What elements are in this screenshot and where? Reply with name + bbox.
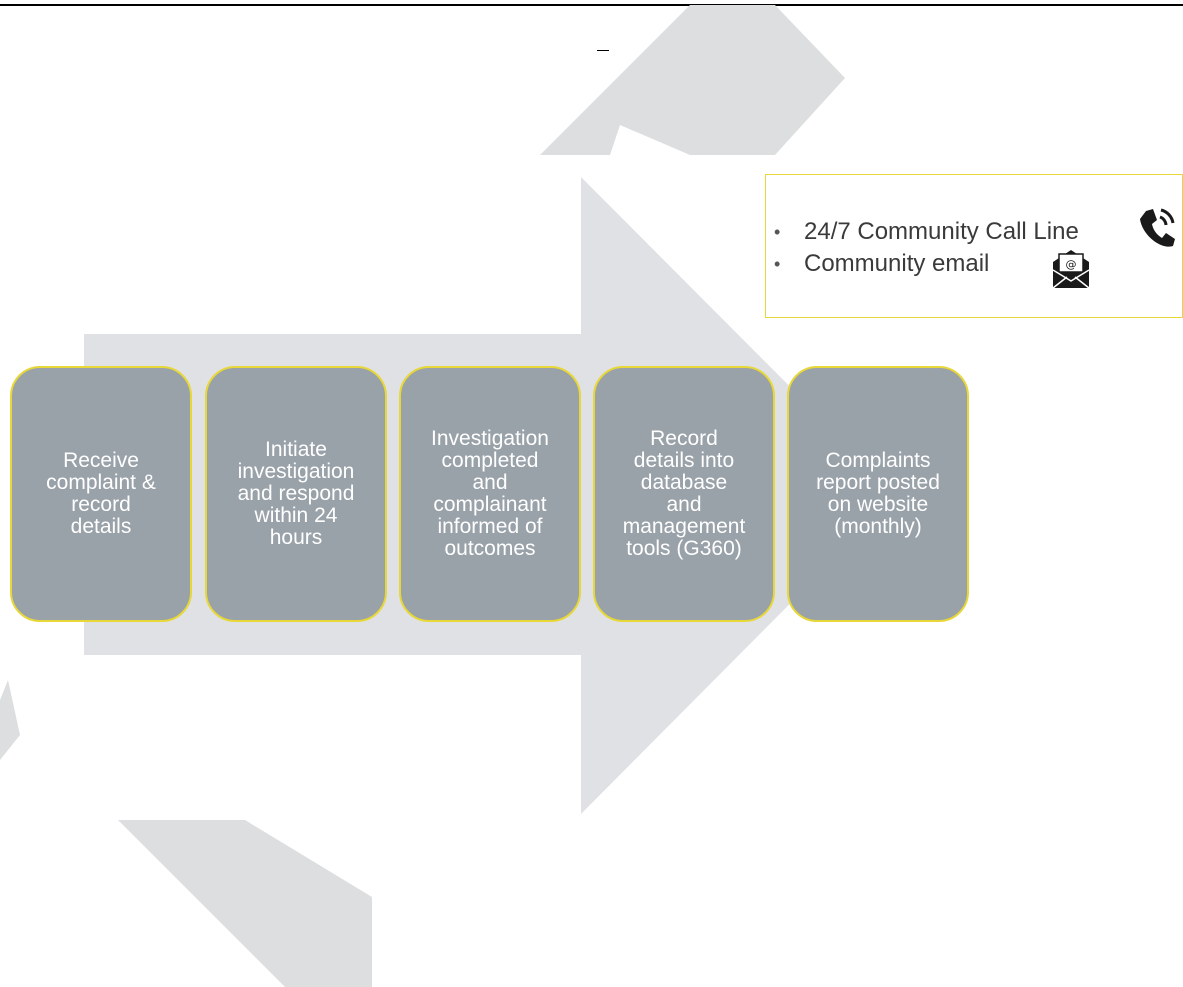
email-envelope-icon: @	[1051, 248, 1091, 295]
step-label: Initiate investigation and respond withi…	[237, 438, 355, 549]
watermark-stroke-left	[0, 680, 20, 760]
step-receive-complaint: Receive complaint & record details	[10, 366, 192, 622]
watermark-stroke-top	[540, 5, 845, 155]
bullet: •	[774, 253, 781, 274]
channel-call-line: • 24/7 Community Call Line	[774, 218, 1079, 246]
step-complaints-report: Complaints report posted on website (mon…	[787, 366, 969, 622]
phone-icon	[1136, 205, 1178, 256]
tiny-dash	[597, 50, 609, 51]
top-rule	[0, 4, 1183, 6]
channel-label: 24/7 Community Call Line	[804, 218, 1079, 245]
svg-text:@: @	[1066, 258, 1077, 271]
step-label: Investigation completed and complainant …	[431, 427, 549, 560]
bullet: •	[774, 221, 781, 242]
step-label: Receive complaint & record details	[46, 449, 156, 538]
step-initiate-investigation: Initiate investigation and respond withi…	[205, 366, 387, 622]
step-record-details: Record details into database and managem…	[593, 366, 775, 622]
step-label: Record details into database and managem…	[622, 427, 746, 560]
channel-label: Community email	[804, 250, 990, 277]
communication-channels-box: • 24/7 Community Call Line • Community e…	[765, 174, 1183, 318]
step-label: Complaints report posted on website (mon…	[816, 449, 940, 538]
watermark-stroke-bottom	[118, 820, 372, 987]
watermark	[0, 5, 845, 987]
step-investigation-completed: Investigation completed and complainant …	[399, 366, 581, 622]
channel-email: • Community email	[774, 250, 989, 278]
